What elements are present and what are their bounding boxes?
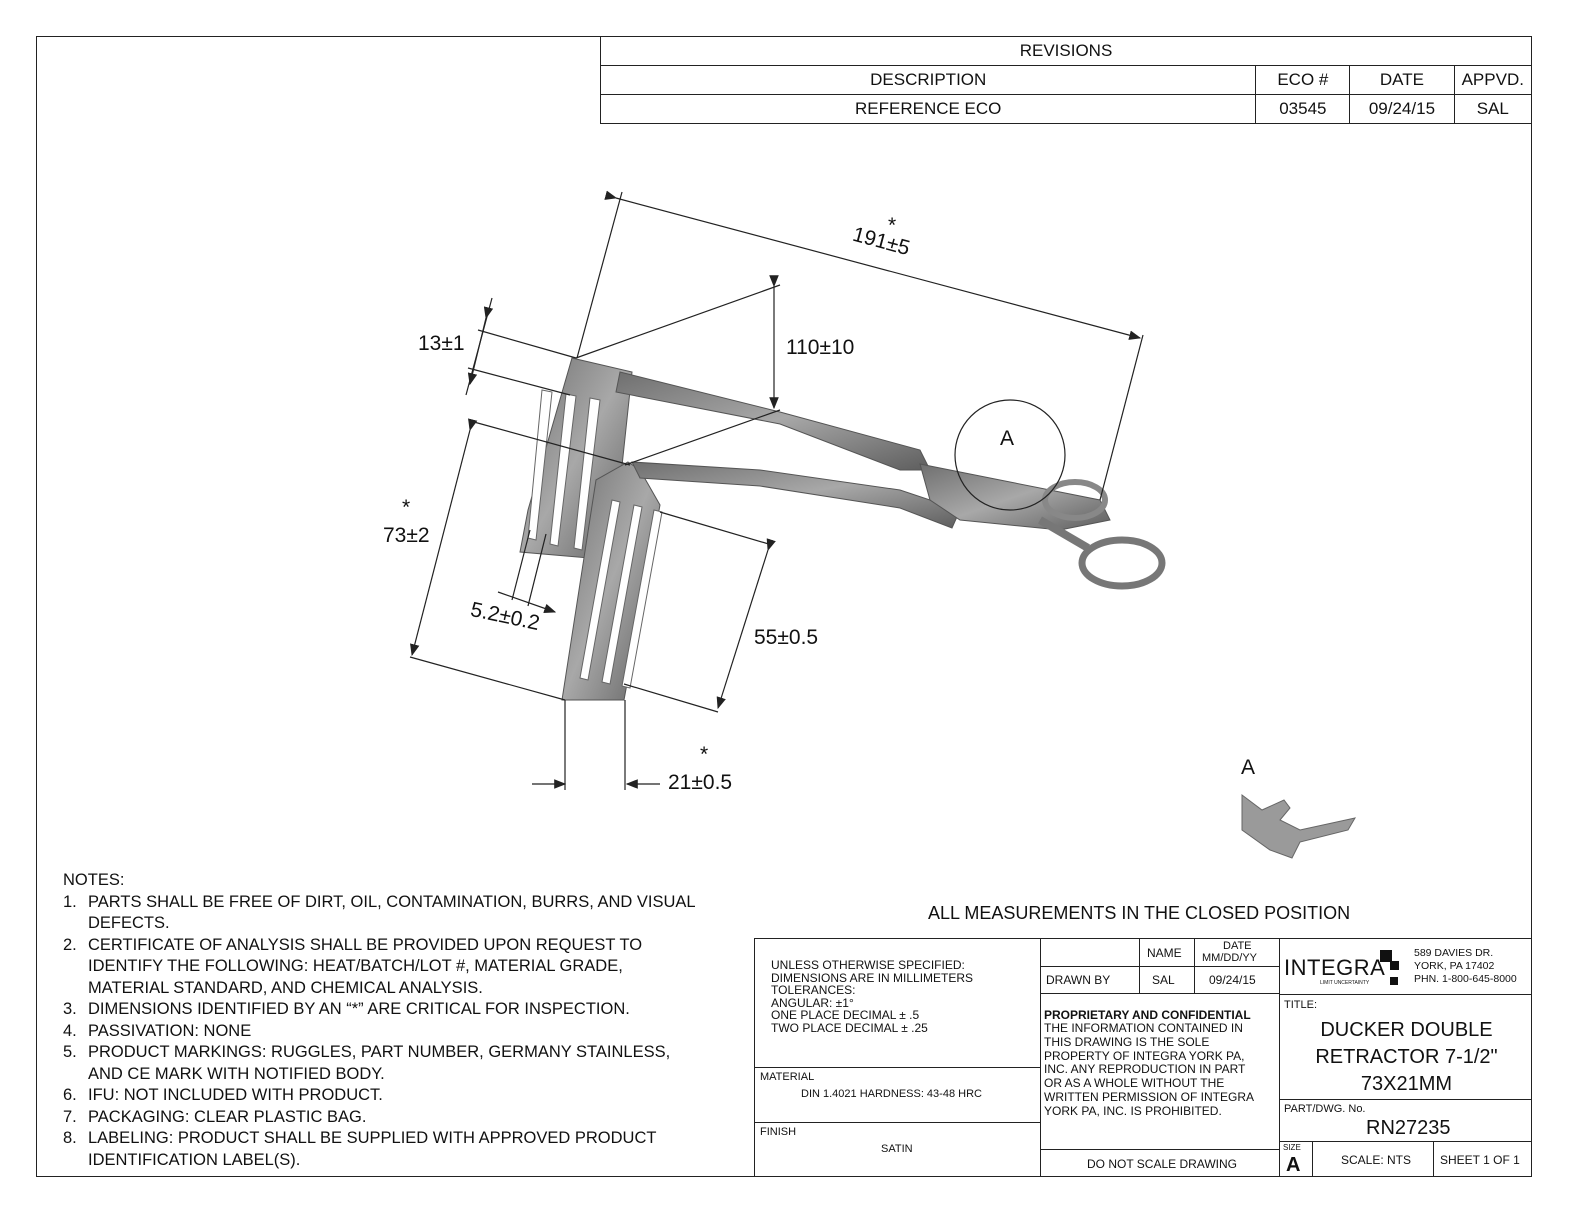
ring-handle: [1078, 536, 1166, 590]
all-measurements-note: ALL MEASUREMENTS IN THE CLOSED POSITION: [928, 903, 1351, 923]
note-item: 5.PRODUCT MARKINGS: RUGGLES, PART NUMBER…: [63, 1043, 671, 1083]
drawing-title: DUCKER DOUBLE: [1320, 1019, 1493, 1041]
dim-blade-width-small: 13±1: [418, 332, 465, 355]
lower-arm: [631, 461, 961, 529]
note-item: 6.IFU: NOT INCLUDED WITH PRODUCT.: [63, 1086, 383, 1104]
size-cell: SIZE A: [1279, 1141, 1313, 1177]
dim-blade-length-long: 73±2: [383, 524, 430, 547]
note-item: 3.DIMENSIONS IDENTIFIED BY AN “*” ARE CR…: [63, 1000, 630, 1018]
title-block: UNLESS OTHERWISE SPECIFIED: DIMENSIONS A…: [754, 938, 1532, 1177]
rev-description: REFERENCE ECO: [599, 94, 1257, 124]
detail-circle: [954, 399, 1066, 511]
rev-appvd: SAL: [1453, 94, 1533, 124]
dim-blade-length-long-mark: *: [402, 496, 411, 519]
part-number-cell: PART/DWG. No. RN27235: [1279, 1099, 1532, 1142]
note-item: 2.CERTIFICATE OF ANALYSIS SHALL BE PROVI…: [63, 935, 643, 997]
detail-callout-label: A: [1000, 427, 1015, 450]
instrument: [519, 357, 1166, 701]
note-item: 4.PASSIVATION: NONE: [63, 1021, 252, 1040]
col-description: DESCRIPTION: [599, 65, 1257, 95]
notes-title: NOTES:: [63, 871, 125, 889]
part-number: RN27235: [1366, 1117, 1451, 1139]
company-cell: INTEGRA LIMIT UNCERTAINTY 589 DAVIES DR.…: [1279, 938, 1532, 995]
dimension-lines: [409, 190, 1144, 790]
detail-view-label: A: [1241, 756, 1256, 779]
logo-square-icon: [1390, 961, 1399, 970]
dim-overall-length-mark: *: [888, 214, 897, 237]
finish-cell: FINISH SATIN: [754, 1122, 1041, 1177]
sheet-cell: SHEET 1 OF 1: [1433, 1141, 1532, 1177]
note-item: 8.LABELING: PRODUCT SHALL BE SUPPLIED WI…: [63, 1129, 657, 1169]
proprietary-cell: PROPRIETARY AND CONFIDENTIAL THE INFORMA…: [1040, 993, 1280, 1150]
rev-date: 09/24/15: [1349, 94, 1455, 124]
tolerances-cell: UNLESS OTHERWISE SPECIFIED: DIMENSIONS A…: [754, 938, 1041, 1068]
detail-view: [1241, 794, 1357, 859]
title-cell: TITLE: DUCKER DOUBLE RETRACTOR 7-1/2" 73…: [1279, 994, 1532, 1100]
do-not-scale-cell: DO NOT SCALE DRAWING: [1040, 1149, 1280, 1177]
note-item: 1.PARTS SHALL BE FREE OF DIRT, OIL, CONT…: [63, 892, 695, 933]
notes: NOTES: 1.PARTS SHALL BE FREE OF DIRT, OI…: [63, 870, 708, 1171]
scale-cell: SCALE: NTS: [1312, 1141, 1434, 1177]
dim-height: 110±10: [786, 336, 855, 359]
dim-blade-width-large: 21±0.5: [668, 771, 733, 794]
note-item: 7.PACKAGING: CLEAR PLASTIC BAG.: [63, 1107, 367, 1126]
material-cell: MATERIAL DIN 1.4021 HARDNESS: 43-48 HRC: [754, 1067, 1041, 1123]
upper-arm: [615, 371, 931, 471]
dim-blade-length-short: 55±0.5: [754, 626, 819, 649]
revision-row: REFERENCE ECO 03545 09/24/15 SAL: [599, 94, 1533, 124]
company-logo: INTEGRA: [1284, 955, 1386, 980]
logo-square-icon: [1380, 950, 1392, 962]
dim-blade-width-large-mark: *: [700, 743, 709, 766]
logo-square-icon: [1390, 977, 1398, 985]
revisions-table: REVISIONS DESCRIPTION ECO # DATE APPVD. …: [599, 36, 1533, 124]
